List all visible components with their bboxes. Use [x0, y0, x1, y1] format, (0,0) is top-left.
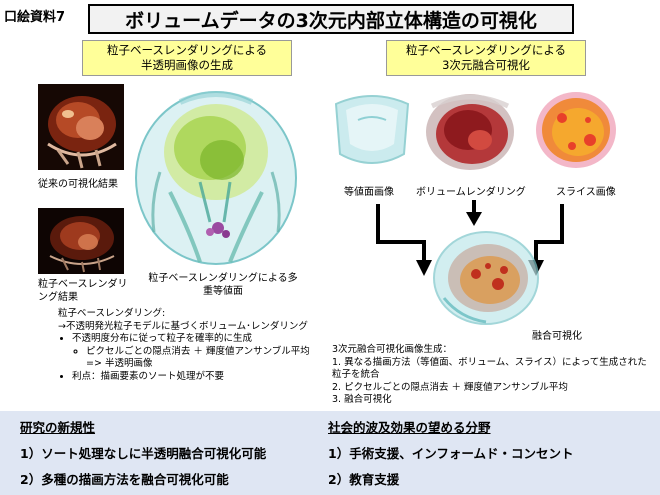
volume-rendering-image [420, 84, 520, 174]
novelty-item-1: 1）ソート処理なしに半透明融合可視化可能 [20, 446, 267, 461]
multi-isosurface-image [130, 82, 302, 268]
slice-caption: スライス画像 [556, 187, 616, 198]
fusion-caption: 融合可視化 [532, 331, 582, 342]
left-notes-sub-bullet: ピクセルごとの隠点消去 ＋ 輝度値アンサンブル平均 => 半透明画像 [86, 346, 326, 371]
left-heading-line1: 粒子ベースレンダリングによる [106, 43, 268, 57]
left-notes-bullet-1: 不透明度分布に従って粒子を確率的に生成 [72, 333, 326, 346]
right-heading-line1: 粒子ベースレンダリングによる [405, 43, 567, 57]
right-section-heading: 粒子ベースレンダリングによる 3次元融合可視化 [386, 40, 586, 76]
right-heading-line2: 3次元融合可視化 [442, 58, 530, 72]
right-notes-item-1: 1. 異なる描画方法（等値面、ボリューム、スライス）によって生成された粒子を統合 [332, 356, 647, 381]
left-section-heading: 粒子ベースレンダリングによる 半透明画像の生成 [82, 40, 292, 76]
document-label: 口絵資料7 [4, 10, 66, 25]
multi-isosurface-caption: 粒子ベースレンダリングによる多重等値面 [148, 273, 298, 297]
isosurface-caption: 等値面画像 [344, 187, 394, 198]
novelty-item-2: 2）多種の描画方法を融合可視化可能 [20, 472, 229, 487]
arrow-left-head-icon [416, 260, 432, 276]
particle-render-image [38, 208, 124, 274]
left-notes: 粒子ベースレンダリング: →不透明発光粒子モデルに基づくボリューム･レンダリング… [58, 308, 326, 383]
left-notes-bullet-2: 利点：描画要素のソート処理が不要 [72, 371, 326, 384]
left-notes-title: 粒子ベースレンダリング: [58, 308, 166, 319]
volume-rendering-caption: ボリュームレンダリング [416, 187, 526, 198]
novelty-heading: 研究の新規性 [20, 420, 96, 435]
arrow-center-head-icon [466, 212, 482, 226]
impact-item-2: 2）教育支援 [328, 472, 400, 487]
right-notes-item-3: 3. 融合可視化 [332, 394, 392, 405]
impact-heading: 社会的波及効果の望める分野 [328, 420, 491, 435]
summary-band: 研究の新規性 1）ソート処理なしに半透明融合可視化可能 2）多種の描画方法を融合… [0, 411, 660, 495]
right-notes-title: 3次元融合可視化画像生成： [332, 344, 453, 355]
slice-image [532, 88, 620, 172]
conventional-caption: 従来の可視化結果 [38, 179, 118, 190]
right-notes-item-2: 2. ピクセルごとの隠点消去 ＋ 輝度値アンサンブル平均 [332, 381, 568, 393]
arrow-right-icon [534, 204, 564, 262]
impact-item-1: 1）手術支援、インフォームド・コンセント [328, 446, 574, 461]
page-title: ボリュームデータの3次元内部立体構造の可視化 [88, 4, 574, 34]
fusion-image [430, 226, 542, 326]
arrow-left-icon [376, 204, 426, 262]
right-notes: 3次元融合可視化画像生成： 1. 異なる描画方法（等値面、ボリューム、スライス）… [332, 344, 650, 407]
conventional-render-image [38, 84, 124, 170]
particle-caption: 粒子ベースレンダリング結果 [38, 279, 128, 303]
left-notes-sub: →不透明発光粒子モデルに基づくボリューム･レンダリング [58, 320, 308, 332]
left-heading-line2: 半透明画像の生成 [141, 58, 233, 72]
isosurface-image [328, 84, 416, 174]
